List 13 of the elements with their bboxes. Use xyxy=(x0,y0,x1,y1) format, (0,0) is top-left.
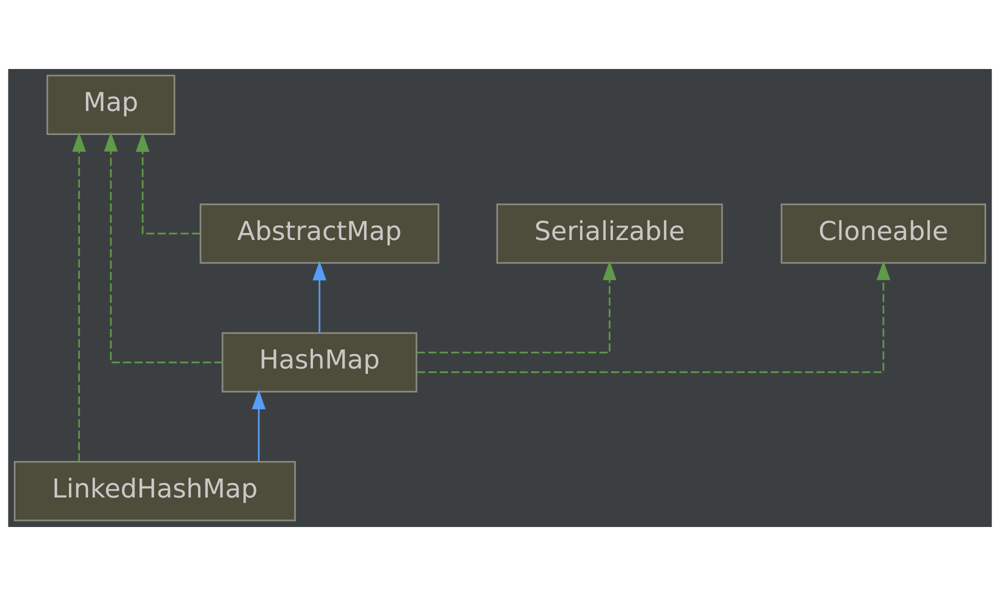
node-box: Cloneable xyxy=(780,203,986,264)
arrow xyxy=(104,132,222,364)
arrow xyxy=(312,260,326,333)
arrow xyxy=(252,390,266,462)
arrow xyxy=(72,132,86,462)
node-box: AbstractMap xyxy=(200,203,440,264)
arrow xyxy=(136,132,200,234)
node-box: LinkedHashMap xyxy=(14,461,296,522)
arrow xyxy=(417,260,890,373)
node-box: Serializable xyxy=(496,203,723,264)
arrow xyxy=(416,260,616,354)
node-box: Map xyxy=(46,74,176,135)
node-box: HashMap xyxy=(222,332,418,393)
